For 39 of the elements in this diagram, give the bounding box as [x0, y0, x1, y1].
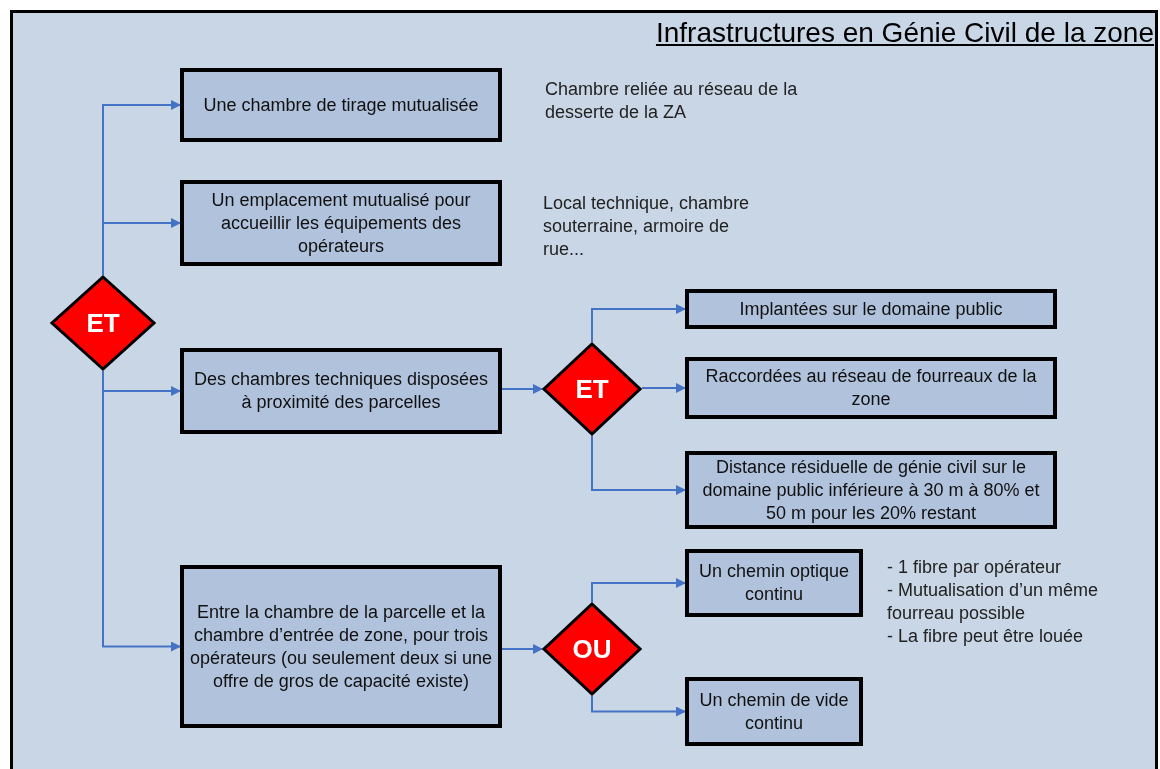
box-text: Un chemin optique continu: [697, 560, 851, 606]
side-note: - La fibre peut être louée: [887, 625, 1085, 648]
side-note: - 1 fibre par opérateur: [887, 556, 1063, 579]
process-box: [685, 357, 1057, 419]
arrow: [641, 383, 686, 393]
side-note: Local technique, chambre souterraine, armoire de rue...: [543, 192, 751, 261]
box-text: Entre la chambre de la parcelle et la chambre d’entrée de zone, pour trois opérateurs (ou seulement deux si une offre de gros de capacité existe): [188, 600, 494, 693]
process-box: [180, 68, 502, 142]
arrow: [501, 384, 543, 394]
arrow: [102, 370, 181, 652]
box-text: Des chambres techniques disposées à proximité des parcelles: [192, 368, 490, 414]
process-box: [180, 565, 502, 728]
arrow: [591, 578, 686, 603]
box-text: Implantées sur le domaine public: [739, 297, 1003, 321]
process-box: [685, 451, 1057, 529]
process-box: [685, 677, 863, 746]
process-box: [180, 348, 502, 434]
arrow: [501, 644, 543, 654]
decision-diamond: [50, 275, 156, 371]
diagram-title: Infrastructures en Génie Civil de la zone: [655, 16, 1154, 50]
diamond-label: ET: [575, 376, 609, 402]
diamond-label: ET: [86, 310, 120, 336]
arrow: [102, 218, 181, 276]
box-text: Un emplacement mutualisé pour accueillir les équipements des opérateurs: [210, 188, 472, 258]
process-box: [685, 289, 1057, 329]
process-box: [180, 180, 502, 266]
process-box: [685, 549, 863, 617]
side-note: Chambre reliée au réseau de la desserte de la ZA: [545, 78, 799, 124]
box-text: Une chambre de tirage mutualisée: [203, 93, 479, 117]
diamond-label: OU: [572, 636, 612, 662]
box-text: Un chemin de vide continu: [698, 688, 850, 735]
decision-diamond: [542, 342, 642, 436]
box-text: Raccordées au réseau de fourreaux de la zone: [704, 365, 1038, 411]
arrow: [591, 304, 686, 343]
box-text: Distance résiduelle de génie civil sur le domaine public inférieure à 30 m à 80% et 50 m pour les 20% restant: [701, 455, 1041, 525]
side-note: - Mutualisation d’un même fourreau possible: [887, 579, 1100, 625]
arrow: [591, 435, 686, 495]
arrow: [591, 695, 686, 717]
decision-diamond: [542, 602, 642, 696]
